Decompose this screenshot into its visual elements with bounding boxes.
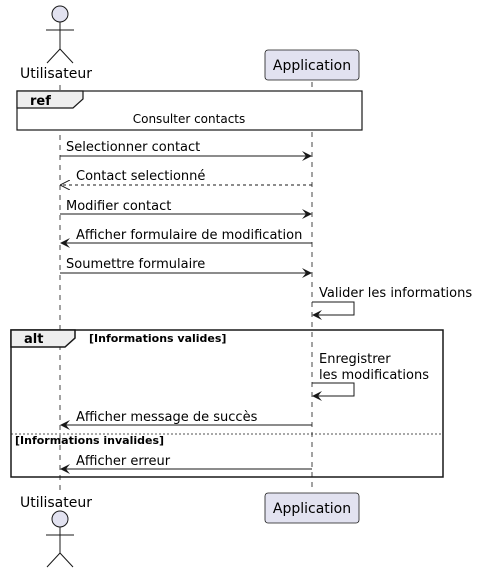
ref-text: Consulter contacts (133, 112, 246, 126)
msg-label-2: Contact selectionné (76, 169, 205, 184)
app-participant-top: Application (264, 49, 360, 81)
msg-label-4: Afficher formulaire de modification (76, 228, 302, 243)
app-bottom-label: Application (273, 501, 351, 517)
msg-arrow-6 (312, 301, 355, 320)
msg-label-5: Soumettre formulaire (66, 257, 205, 272)
msg-label-7b: les modifications (319, 368, 429, 383)
ref-frame: ref Consulter contacts (16, 90, 363, 131)
app-top-label: Application (273, 58, 351, 74)
alt-guard-2: [Informations invalides] (15, 434, 164, 447)
msg-label-1: Selectionner contact (66, 140, 200, 155)
actor-top-label: Utilisateur (20, 66, 92, 82)
msg-label-9: Afficher erreur (76, 454, 171, 469)
actor-bottom: Utilisateur (20, 495, 92, 568)
msg-label-3: Modifier contact (66, 199, 171, 214)
app-participant-bottom: Application (264, 492, 360, 524)
msg-label-6: Valider les informations (319, 286, 472, 301)
msg-label-7a: Enregistrer (319, 352, 391, 367)
alt-frame: alt [Informations valides] [Informations… (10, 329, 444, 478)
actor-head-icon (51, 5, 69, 23)
actor-bottom-label: Utilisateur (20, 495, 92, 511)
msg-arrow-7 (312, 382, 355, 401)
ref-tag: ref (30, 94, 51, 109)
alt-guard-1: [Informations valides] (89, 332, 226, 345)
actor-head-icon (51, 510, 69, 528)
msg-label-8: Afficher message de succès (76, 410, 258, 425)
actor-top: Utilisateur (20, 5, 92, 82)
alt-tag: alt (24, 332, 43, 347)
